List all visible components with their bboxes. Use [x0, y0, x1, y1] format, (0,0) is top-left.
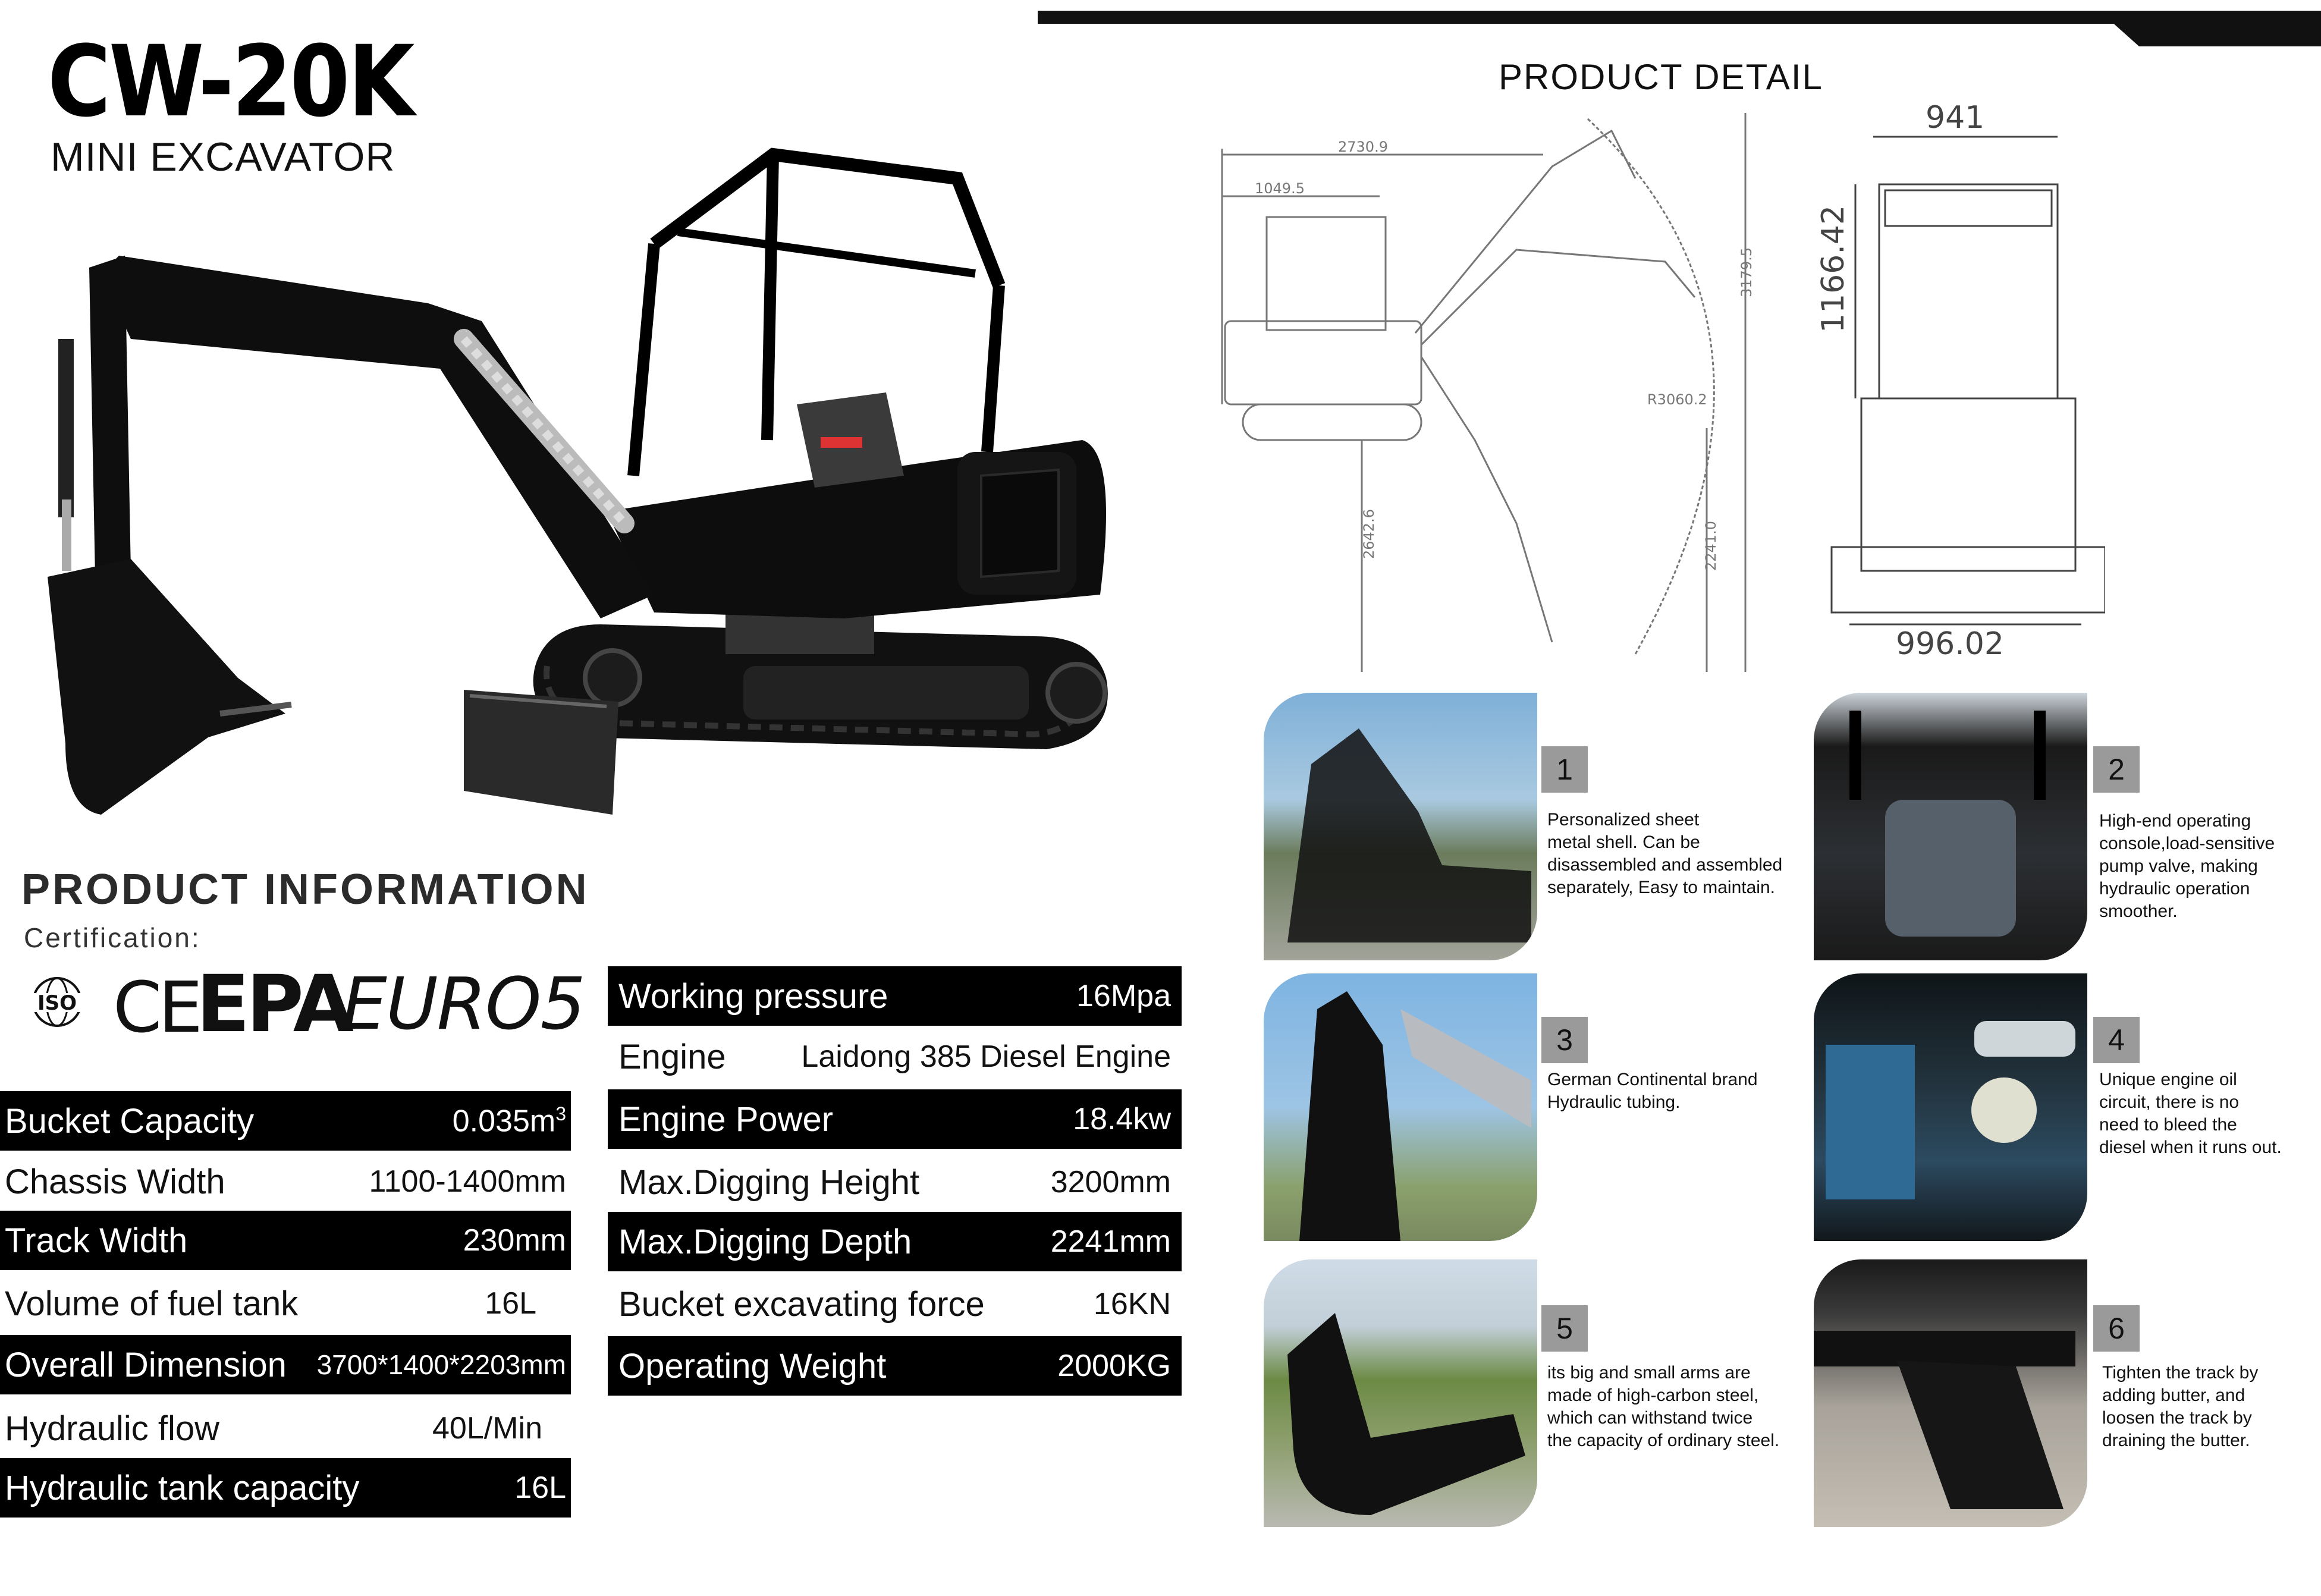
feature-photo [1264, 1259, 1537, 1527]
spec-row: Volume of fuel tank 16L [0, 1274, 571, 1333]
spec-value: 16Mpa [1076, 979, 1171, 1013]
certification-label: Certification: [24, 922, 201, 953]
spec-label: Operating Weight [618, 1346, 887, 1385]
feature-number: 1 [1541, 746, 1588, 793]
spec-label: Volume of fuel tank [5, 1284, 299, 1323]
feature-photo [1264, 693, 1537, 960]
svg-text:2730.9: 2730.9 [1338, 139, 1388, 155]
spec-row: Hydraulic flow 40L/Min [0, 1399, 571, 1458]
spec-value: 16L [514, 1471, 566, 1505]
model-title: CW-20K [48, 24, 414, 139]
svg-text:2642.6: 2642.6 [1361, 509, 1377, 559]
spec-label: Engine [618, 1037, 726, 1076]
spec-row: Overall Dimension 3700*1400*2203mm [0, 1335, 571, 1394]
spec-value: 40L/Min [432, 1411, 542, 1446]
spec-row: Working pressure 16Mpa [608, 966, 1182, 1026]
spec-row: Engine Laidong 385 Diesel Engine [608, 1027, 1182, 1086]
spec-label: Track Width [5, 1221, 188, 1260]
svg-text:ISO: ISO [37, 991, 77, 1015]
spec-value: 230mm [463, 1223, 566, 1258]
svg-text:996.02: 996.02 [1896, 626, 2004, 660]
spec-row: Bucket excavating force 16KN [608, 1274, 1182, 1334]
spec-row: Max.Digging Depth 2241mm [608, 1212, 1182, 1271]
feature-number: 5 [1541, 1305, 1588, 1352]
certification-logos: ISO CE EPA EURO5 [24, 959, 586, 1050]
svg-text:R3060.2: R3060.2 [1647, 391, 1707, 408]
feature-text: German Continental brand Hydraulic tubin… [1547, 1070, 1758, 1112]
spec-label: Hydraulic tank capacity [5, 1468, 360, 1507]
side-view-drawing: 2730.9 1049.5 3179.5 R3060.2 2642.6 2241… [1221, 113, 1754, 672]
feature-text: Unique engine oil circuit, there is no n… [2099, 1070, 2282, 1157]
euro5-logo: EURO5 [342, 963, 586, 1046]
spec-label: Chassis Width [5, 1162, 225, 1201]
svg-text:3179.5: 3179.5 [1738, 247, 1754, 297]
spec-value: 0.035m3 [452, 1102, 566, 1139]
iso-logo: ISO [24, 977, 90, 1027]
spec-row: Track Width 230mm [0, 1211, 571, 1270]
spec-label: Max.Digging Height [618, 1163, 920, 1202]
spec-row: Chassis Width 1100-1400mm [0, 1152, 571, 1211]
top-wedge [2099, 11, 2321, 46]
feature-number: 3 [1541, 1017, 1588, 1063]
feature-text: its big and small arms are made of high-… [1547, 1363, 1780, 1450]
spec-row: Hydraulic tank capacity 16L [0, 1458, 571, 1518]
epa-logo: EPA [196, 959, 354, 1050]
spec-label: Engine Power [618, 1099, 834, 1139]
spec-row: Engine Power 18.4kw [608, 1089, 1182, 1149]
product-info-heading: PRODUCT INFORMATION [21, 866, 589, 913]
svg-text:1049.5: 1049.5 [1255, 180, 1305, 197]
feature-photo [1814, 1259, 2087, 1527]
spec-row: Bucket Capacity 0.035m3 [0, 1091, 571, 1151]
spec-value: 2241mm [1050, 1224, 1171, 1259]
spec-value: Laidong 385 Diesel Engine [801, 1039, 1171, 1074]
spec-row: Operating Weight 2000KG [608, 1336, 1182, 1396]
ce-logo: CE [113, 966, 203, 1048]
feature-photo [1814, 693, 2087, 960]
spec-value: 3700*1400*2203mm [316, 1349, 566, 1380]
feature-photo [1814, 973, 2087, 1241]
spec-label: Hydraulic flow [5, 1409, 219, 1448]
spec-value: 16L [485, 1286, 536, 1321]
feature-number: 6 [2093, 1305, 2140, 1352]
feature-text: Personalized sheet metal shell. Can be d… [1547, 810, 1783, 897]
spec-label: Bucket Capacity [5, 1101, 255, 1141]
svg-text:941: 941 [1926, 101, 1984, 136]
feature-text: High-end operating console,load-sensitiv… [2099, 811, 2275, 921]
spec-value: 1100-1400mm [369, 1164, 566, 1199]
product-detail-title: PRODUCT DETAIL [1499, 57, 1823, 97]
spec-value: 3200mm [1050, 1165, 1171, 1199]
svg-text:2241.0: 2241.0 [1703, 521, 1719, 571]
spec-label: Overall Dimension [5, 1345, 287, 1384]
spec-label: Bucket excavating force [618, 1284, 985, 1324]
spec-label: Working pressure [618, 976, 888, 1016]
spec-value: 18.4kw [1073, 1102, 1171, 1136]
spec-label: Max.Digging Depth [618, 1222, 912, 1261]
feature-number: 4 [2093, 1017, 2140, 1063]
feature-text: Tighten the track by adding butter, and … [2102, 1363, 2259, 1450]
top-stripe [1038, 11, 2321, 24]
front-view-drawing: 941 1166.42 996.02 [1816, 101, 2105, 660]
model-subtitle: MINI EXCAVATOR [51, 134, 395, 180]
spec-value: 2000KG [1057, 1349, 1171, 1383]
spec-row: Max.Digging Height 3200mm [608, 1152, 1182, 1212]
spec-value: 16KN [1093, 1287, 1171, 1321]
svg-text:1166.42: 1166.42 [1816, 205, 1851, 333]
excavator-photo [48, 147, 1108, 815]
feature-number: 2 [2093, 746, 2140, 793]
feature-photo [1264, 973, 1537, 1241]
